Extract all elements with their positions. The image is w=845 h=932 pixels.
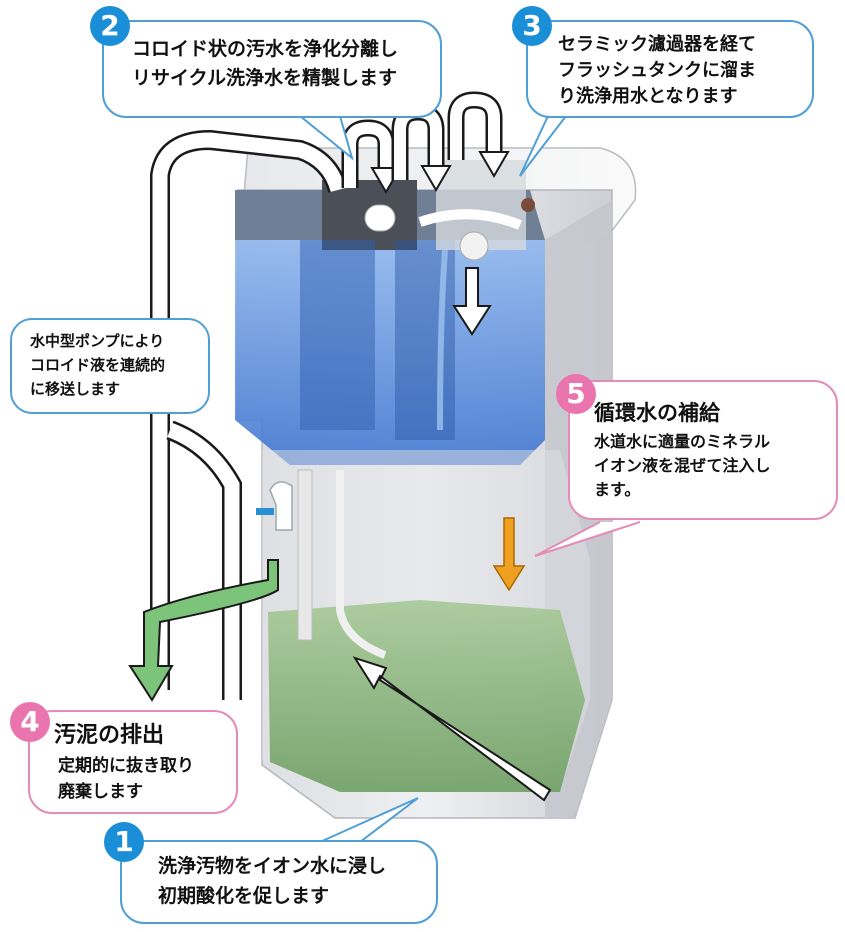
upper-purification-tank <box>235 240 545 465</box>
drain-arrow <box>128 559 279 702</box>
sludge-layer <box>268 600 585 792</box>
badge-step-4: 4 <box>10 702 50 742</box>
drain-valve <box>269 481 293 531</box>
pointer-5 <box>534 521 641 557</box>
callout-step-5: 循環水の補給 水道水に適量のミネラル イオン液を混ぜて注入し ます。 <box>568 380 838 520</box>
callout-step-4-line-1: 定期的に抜き取り <box>58 756 194 776</box>
callout-step-3-line-2: フラッシュタンクに溜ま <box>558 60 756 81</box>
callout-step-5-line-1: 水道水に適量のミネラル <box>594 432 771 451</box>
callout-step-4-line-2: 廃棄します <box>58 782 143 802</box>
callout-step-3: セラミック濾過器を経て フラッシュタンクに溜ま り洗浄用水となります <box>526 20 814 118</box>
callout-step-4: 汚泥の排出 定期的に抜き取り 廃棄します <box>28 710 238 814</box>
badge-step-2: 2 <box>90 6 130 46</box>
pointer-3 <box>519 115 567 177</box>
inflow-arrow <box>352 656 552 802</box>
callout-step-1: 洗浄汚物をイオン水に浸し 初期酸化を促します <box>120 840 438 924</box>
supply-down-arrow <box>492 517 526 592</box>
pointer-2 <box>299 115 354 161</box>
callout-pump-note: 水中型ポンプにより コロイド液を連続的 に移送します <box>10 318 210 414</box>
callout-step-1-line-1: 洗浄汚物をイオン水に浸し <box>158 855 387 877</box>
callout-step-3-line-1: セラミック濾過器を経て <box>558 34 756 55</box>
pump-note-line-1: 水中型ポンプにより <box>30 332 165 350</box>
callout-step-4-title: 汚泥の排出 <box>54 723 165 748</box>
flush-down-arrow <box>452 267 492 336</box>
callout-step-2: コロイド状の汚水を浄化分離し リサイクル洗浄水を精製します <box>102 20 442 118</box>
pump-note-line-2: コロイド液を連続的 <box>30 356 166 374</box>
badge-step-1: 1 <box>104 822 144 862</box>
callout-step-3-line-3: り洗浄用水となります <box>558 86 738 107</box>
callout-step-5-line-2: イオン液を混ぜて注入し <box>594 456 771 475</box>
callout-step-2-line-1: コロイド状の汚水を浄化分離し <box>132 38 399 60</box>
pump-note-line-3: に移送します <box>30 380 121 398</box>
badge-step-5: 5 <box>556 374 596 414</box>
callout-step-5-title: 循環水の補給 <box>594 401 720 425</box>
callout-step-2-line-2: リサイクル洗浄水を精製します <box>132 67 398 89</box>
pointer-1 <box>319 797 419 843</box>
callout-step-5-line-3: ます。 <box>594 480 641 499</box>
badge-step-3: 3 <box>512 6 552 46</box>
callout-step-1-line-2: 初期酸化を促します <box>158 885 330 907</box>
